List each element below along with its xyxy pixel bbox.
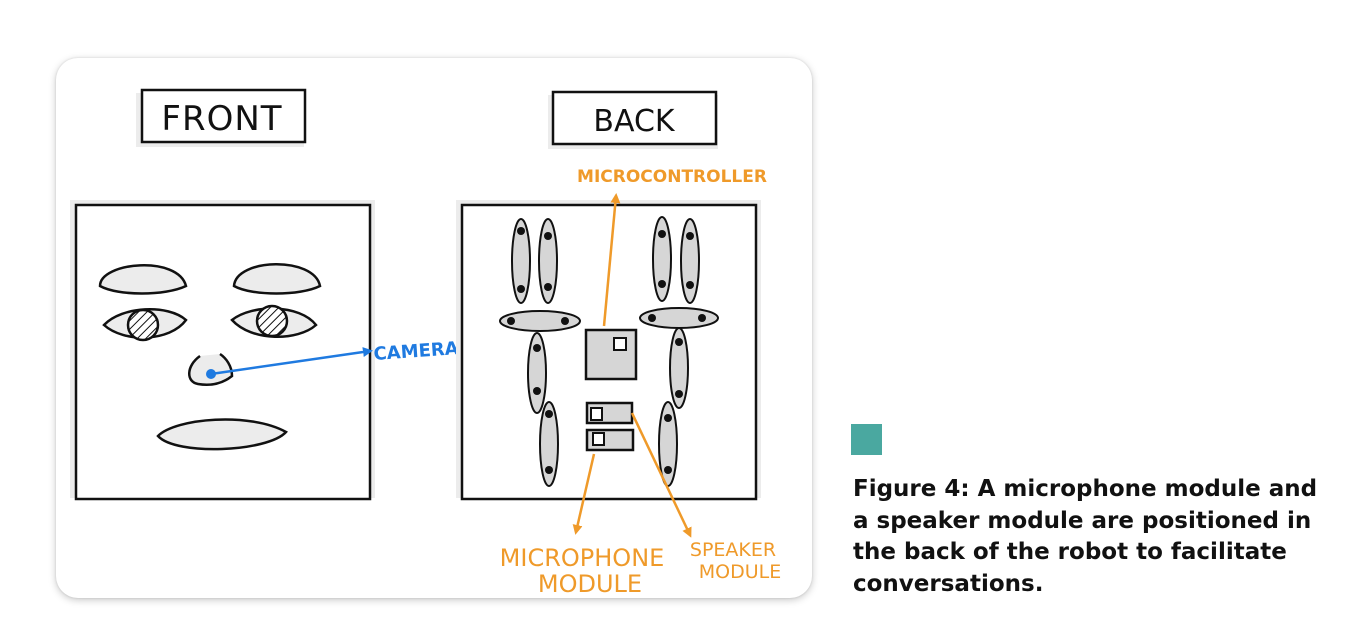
microcontroller-label: MICROCONTROLLER bbox=[577, 167, 767, 187]
servo-group-top-left bbox=[511, 218, 558, 304]
microphone-module-board bbox=[585, 428, 635, 452]
microphone-label-line1: MICROPHONE bbox=[500, 544, 665, 572]
front-label: FRONT bbox=[161, 99, 282, 139]
servo-group-bottom-left bbox=[527, 332, 559, 487]
speaker-module-board bbox=[585, 401, 634, 425]
back-panel bbox=[456, 200, 761, 501]
right-eyebrow bbox=[232, 263, 322, 295]
back-label-box: BACK bbox=[548, 90, 718, 149]
mouth bbox=[156, 418, 288, 451]
speaker-annotation: SPEAKER MODULE bbox=[630, 412, 781, 583]
back-label: BACK bbox=[593, 104, 676, 139]
microphone-annotation: MICROPHONE MODULE bbox=[500, 453, 665, 598]
servo-horizontal-left bbox=[499, 310, 581, 332]
microphone-label-line2: MODULE bbox=[538, 570, 642, 598]
servo-horizontal-right bbox=[639, 307, 719, 329]
microcontroller-board bbox=[584, 328, 638, 381]
left-pupil bbox=[126, 308, 160, 342]
speaker-label-line1: SPEAKER bbox=[690, 539, 776, 561]
camera-label: CAMERA bbox=[373, 338, 459, 365]
right-pupil bbox=[255, 304, 289, 338]
servo-group-bottom-right bbox=[658, 327, 689, 487]
caption-accent-square bbox=[851, 424, 882, 455]
servo-group-top-right bbox=[652, 216, 700, 304]
microcontroller-annotation: MICROCONTROLLER bbox=[577, 167, 767, 327]
left-eyebrow bbox=[98, 264, 188, 295]
front-face-panel bbox=[70, 200, 375, 501]
front-label-box: FRONT bbox=[136, 88, 307, 147]
speaker-label-line2: MODULE bbox=[699, 561, 781, 583]
figure-caption: Figure 4: A microphone module and a spea… bbox=[853, 476, 1318, 597]
